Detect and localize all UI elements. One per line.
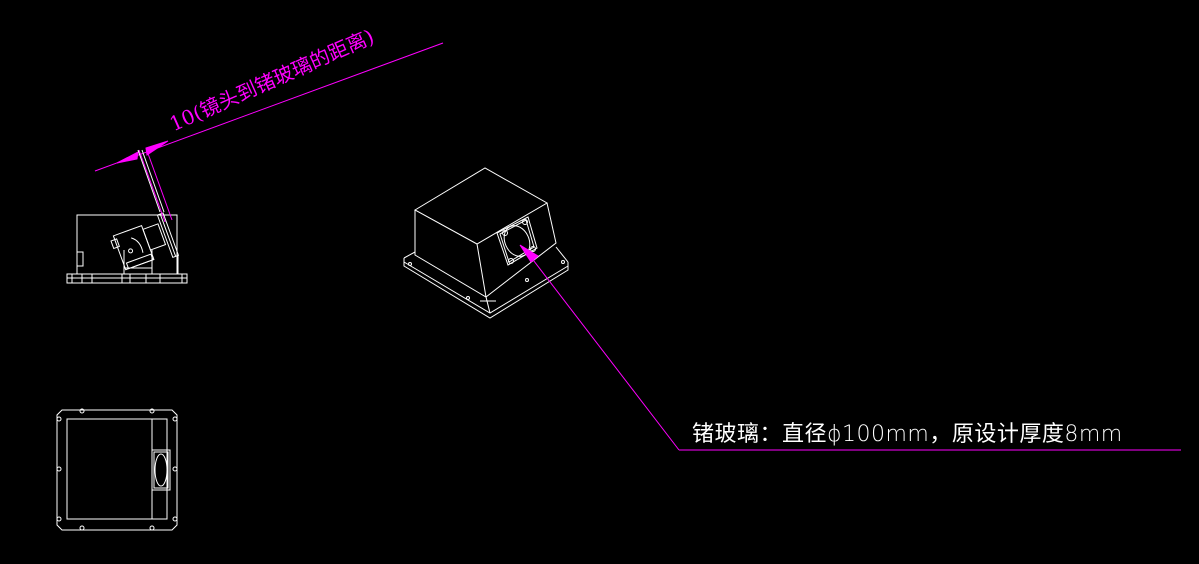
side-view xyxy=(66,212,188,284)
isometric-view xyxy=(403,167,569,319)
dimension-annotation xyxy=(94,42,444,223)
leader-line xyxy=(519,244,1181,451)
top-view xyxy=(56,408,178,531)
germanium-glass-note: 锗玻璃：直径ϕ100mm，原设计厚度8mm xyxy=(692,422,1123,447)
